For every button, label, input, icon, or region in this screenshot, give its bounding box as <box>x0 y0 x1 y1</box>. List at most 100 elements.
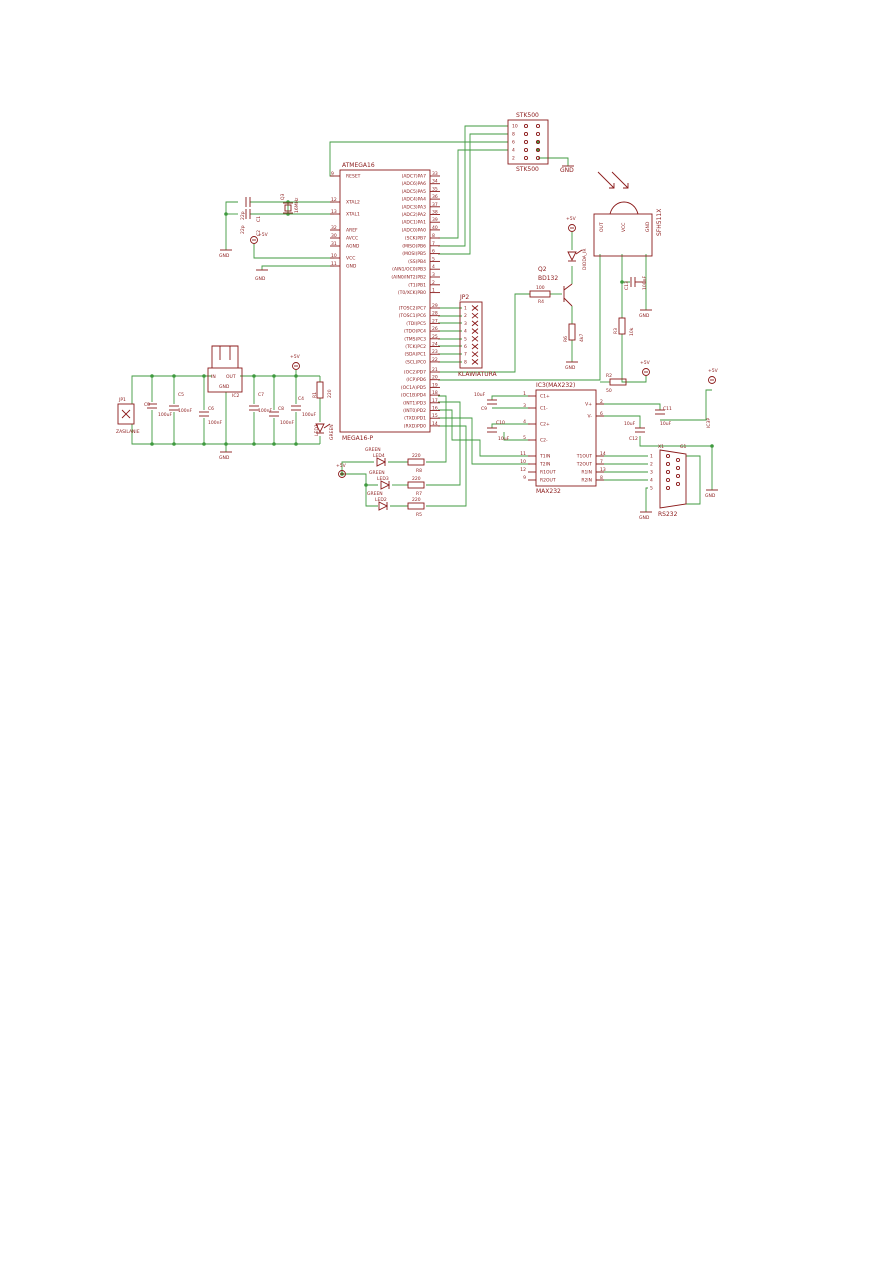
c10-value: 10uF <box>498 436 510 442</box>
plus5v-label: +5V <box>290 354 301 360</box>
mcu-pin-label: (ADC0)PA0 <box>402 227 427 233</box>
mcu-pin-number: 7 <box>432 241 435 247</box>
ground-symbol-q2: GND <box>565 361 578 371</box>
mcu-pin-number: 36 <box>432 194 438 200</box>
mcu-pin-label: (TDI)PC5 <box>406 321 426 327</box>
ir-receiver-sfh511x: SFH511X OUT VCC GND <box>593 171 663 257</box>
jp1-label: ZASILANIE <box>116 429 140 435</box>
mcu-pin-number: 37 <box>432 202 438 208</box>
mcu-pin-label: (ADC3)PA3 <box>402 204 427 210</box>
capacitor-value: 100nF <box>208 420 222 426</box>
mcu-pin-label: (T1)PB1 <box>408 282 426 288</box>
ir-led-name: DIODA_IR <box>582 248 588 270</box>
mcu-pin-number: 15 <box>432 413 438 419</box>
mcu-pin-label: (ICP)PD6 <box>406 377 426 383</box>
r3-value: 10k <box>629 327 635 336</box>
rs232-pin-number: 5 <box>650 486 653 492</box>
stk500-top-label: STK500 <box>516 112 539 119</box>
mcu-pin-label: (RXD)PD0 <box>404 423 426 429</box>
capacitor-value: 100uF <box>302 412 316 418</box>
capacitor-name: C8 <box>278 406 284 412</box>
max232-pin-label: C1- <box>540 406 548 412</box>
max232-pin-label: C1+ <box>540 394 550 400</box>
jp1-name: JP1 <box>118 397 126 403</box>
stk500-pin-number: 10 <box>512 124 518 130</box>
max232-pin-label: C2+ <box>540 422 550 428</box>
capacitor-name: C3 <box>144 402 150 408</box>
jp2-pin-mark <box>471 359 479 365</box>
c12-name: C12 <box>629 436 638 442</box>
capacitor-value: 100uF <box>158 412 172 418</box>
max232-pin-label: T1IN <box>539 454 550 460</box>
mcu-pin-number: 25 <box>432 334 438 340</box>
mcu-pin-label: (TXD)PD1 <box>404 416 426 422</box>
max232-pin-number: 6 <box>600 411 603 417</box>
capacitor-c10: C10 10uF <box>487 420 510 442</box>
capacitor-name: C5 <box>178 392 184 398</box>
jp2-pin-mark <box>471 351 479 358</box>
mcu-pin-label: (OC2)PD7 <box>404 370 426 376</box>
jp2-pin-number: 3 <box>464 321 467 327</box>
ic3p-power-label: IC3P <box>706 418 712 428</box>
capacitor-value: 100nF <box>178 408 192 414</box>
receiver-pin-vcc: VCC <box>621 223 627 232</box>
mcu-pin-number: 13 <box>331 209 337 215</box>
mcu-pin-number: 35 <box>432 186 438 192</box>
max232-pin-number: 12 <box>520 467 526 473</box>
gnd-label: GND <box>705 493 716 499</box>
led-color: GREEN <box>367 491 383 497</box>
gnd-label: GND <box>639 515 650 521</box>
max232-pin-label: V+ <box>585 402 592 408</box>
r3-name: R3 <box>613 328 619 334</box>
mcu-pin-number: 27 <box>432 318 438 324</box>
mcu-pin-number: 3 <box>432 272 435 278</box>
c9-value: 10uF <box>474 392 486 398</box>
capacitor-name: C6 <box>208 406 214 412</box>
c10-name: C10 <box>496 420 505 426</box>
mcu-pin-number: 2 <box>432 280 435 286</box>
resistor-name: R8 <box>416 468 422 474</box>
max232-part: MAX232 <box>536 488 561 495</box>
rs232-pin <box>675 457 681 463</box>
receiver-name: SFH511X <box>656 209 663 236</box>
jp2-pin-mark <box>471 312 479 319</box>
max232-left-pins: C1+1C1-3C2+4C2-5T1IN11T2IN10R1OUT12R2OUT… <box>520 391 556 484</box>
stk500-pin <box>535 131 541 137</box>
mcu-pin-label: (INT1)PD3 <box>403 400 426 406</box>
receiver-pin-gnd: GND <box>645 221 651 232</box>
jp2-pin-mark <box>471 320 479 327</box>
mcu-pin-number: 16 <box>432 406 438 412</box>
gnd-label: GND <box>639 313 650 319</box>
led-color: GREEN <box>365 447 381 453</box>
c1-value: 22p <box>240 211 246 220</box>
max232-pin-number: 11 <box>520 451 526 457</box>
mcu-atmega16: ATMEGA16 MEGA16-P RESET9XTAL212XTAL113AR… <box>330 162 440 442</box>
resistor-value: 220 <box>412 476 421 482</box>
max232-pin-label: V- <box>588 414 593 420</box>
stk500-pin-number: 6 <box>512 140 515 146</box>
ground-symbol-supply: GND <box>219 451 232 461</box>
mcu-pin-label: (SCK)PB7 <box>405 236 426 242</box>
ground-symbol-receiver: GND <box>639 309 652 319</box>
rs232-label: RS232 <box>658 511 678 518</box>
mcu-pin-number: 4 <box>432 264 435 270</box>
mcu-pin-label: (T0/XCK)PB0 <box>398 290 426 296</box>
resistor-r2: R2 50 <box>606 373 627 394</box>
stk500-pin <box>523 155 529 161</box>
stk500-pin <box>535 155 541 161</box>
max232-pin-label: T2OUT <box>576 462 592 468</box>
mcu-pin-number: 21 <box>432 367 438 373</box>
mcu-pin-label: XTAL1 <box>346 212 360 218</box>
jp2-pin-number: 1 <box>464 306 467 312</box>
max232-pin-number: 10 <box>520 459 526 465</box>
mcu-pin-number: 14 <box>432 421 438 427</box>
mcu-pin-number: 31 <box>331 241 337 247</box>
supply-plus5v-leds: +5V <box>336 463 347 478</box>
plus5v-label: +5V <box>640 360 651 366</box>
r2-name: R2 <box>606 373 612 379</box>
plus5v-label: +5V <box>336 463 347 469</box>
